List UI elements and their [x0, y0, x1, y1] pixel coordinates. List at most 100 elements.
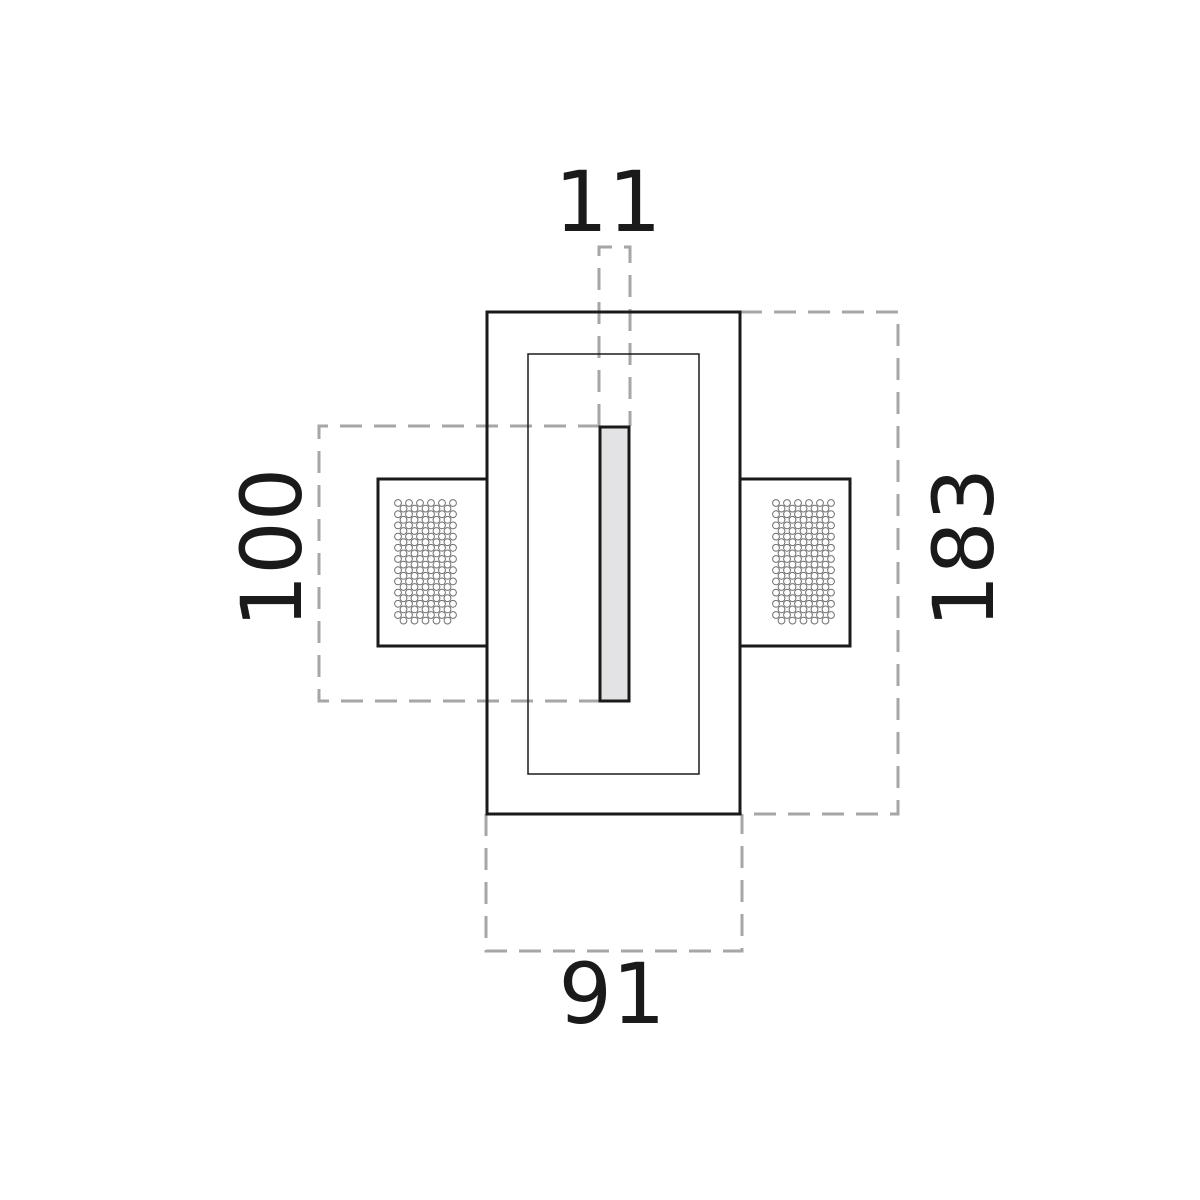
perforation-hole	[394, 577, 402, 586]
perforation-hole	[399, 594, 408, 603]
perforation-hole	[427, 543, 435, 552]
perforation-hole	[816, 543, 824, 552]
perforation-hole	[772, 566, 780, 575]
right-wing	[740, 477, 852, 648]
perforation-hole	[810, 504, 819, 513]
perforation-hole	[827, 532, 835, 541]
perforation-hole	[449, 588, 457, 597]
dimension-guides	[317, 245, 900, 953]
perforation-hole	[810, 538, 819, 547]
perforation-hole	[449, 577, 457, 586]
perforation-hole	[827, 611, 835, 619]
perforation-hole	[821, 583, 830, 591]
perforation-hole	[788, 538, 797, 547]
perforation-hole	[788, 504, 797, 513]
perforation-hole	[805, 566, 813, 575]
perforation-hole	[449, 555, 457, 563]
perforation-hole	[399, 538, 408, 547]
perforation-hole	[799, 538, 808, 547]
perforation-hole	[394, 566, 402, 575]
perforation-hole	[416, 499, 424, 507]
perforation-hole	[772, 588, 780, 597]
perforation-hole	[794, 566, 802, 575]
perforation-hole	[783, 521, 791, 530]
perforation-hole	[805, 611, 813, 619]
perforation-hole	[788, 549, 797, 558]
perforation-hole	[788, 560, 797, 569]
total-height-label: 183	[915, 468, 1013, 628]
perforation-hole	[410, 538, 419, 547]
perforation-hole	[827, 555, 835, 563]
perforation-hole	[783, 611, 791, 619]
perforation-hole	[799, 560, 808, 569]
perforation-hole	[432, 605, 441, 614]
perforation-hole	[394, 555, 402, 563]
perforation-hole	[816, 588, 824, 597]
perforation-hole	[432, 504, 441, 513]
perforation-hole	[427, 588, 435, 597]
perforation-hole	[810, 583, 819, 591]
right-perforation	[772, 499, 835, 625]
perforation-hole	[810, 616, 819, 625]
perforation-hole	[399, 605, 408, 614]
perforation-hole	[805, 555, 813, 563]
perforation-hole	[805, 499, 813, 507]
perforation-hole	[438, 543, 446, 552]
perforation-hole	[794, 577, 802, 586]
perforation-hole	[827, 599, 835, 608]
perforation-hole	[421, 527, 430, 535]
perforation-hole	[449, 532, 457, 541]
perforation-hole	[777, 515, 786, 524]
perforation-hole	[794, 599, 802, 608]
perforation-hole	[405, 611, 413, 619]
perforation-hole	[788, 594, 797, 603]
perforation-hole	[772, 599, 780, 608]
perforation-hole	[438, 588, 446, 597]
perforation-hole	[772, 521, 780, 530]
perforation-hole	[821, 560, 830, 569]
perforation-hole	[777, 605, 786, 614]
perforation-hole	[443, 571, 452, 580]
perforation-hole	[821, 515, 830, 524]
perforation-hole	[394, 510, 402, 519]
perforation-hole	[821, 571, 830, 580]
slot-height-label: 100	[223, 468, 321, 628]
perforation-hole	[449, 543, 457, 552]
perforation-hole	[777, 594, 786, 603]
perforation-hole	[443, 594, 452, 603]
perforation-hole	[783, 599, 791, 608]
perforation-hole	[788, 571, 797, 580]
perforation-hole	[399, 549, 408, 558]
perforation-hole	[783, 555, 791, 563]
perforation-hole	[416, 543, 424, 552]
perforation-hole	[421, 571, 430, 580]
perforation-hole	[805, 543, 813, 552]
perforation-hole	[438, 510, 446, 519]
perforation-hole	[827, 566, 835, 575]
perforation-hole	[410, 560, 419, 569]
perforation-hole	[805, 521, 813, 530]
perforation-hole	[799, 515, 808, 524]
perforation-hole	[799, 594, 808, 603]
perforation-hole	[449, 521, 457, 530]
perforation-hole	[427, 555, 435, 563]
perforation-hole	[783, 543, 791, 552]
light-slot	[598, 425, 631, 703]
perforation-hole	[449, 499, 457, 507]
perforation-hole	[410, 571, 419, 580]
perforation-hole	[427, 611, 435, 619]
perforation-hole	[405, 555, 413, 563]
perforation-hole	[405, 499, 413, 507]
perforation-hole	[405, 566, 413, 575]
perforation-hole	[427, 577, 435, 586]
perforation-hole	[438, 532, 446, 541]
perforation-hole	[394, 611, 402, 619]
perforation-hole	[399, 527, 408, 535]
perforation-hole	[783, 577, 791, 586]
perforation-hole	[416, 611, 424, 619]
perforation-hole	[777, 583, 786, 591]
perforation-hole	[783, 566, 791, 575]
perforation-hole	[794, 521, 802, 530]
perforation-hole	[794, 532, 802, 541]
